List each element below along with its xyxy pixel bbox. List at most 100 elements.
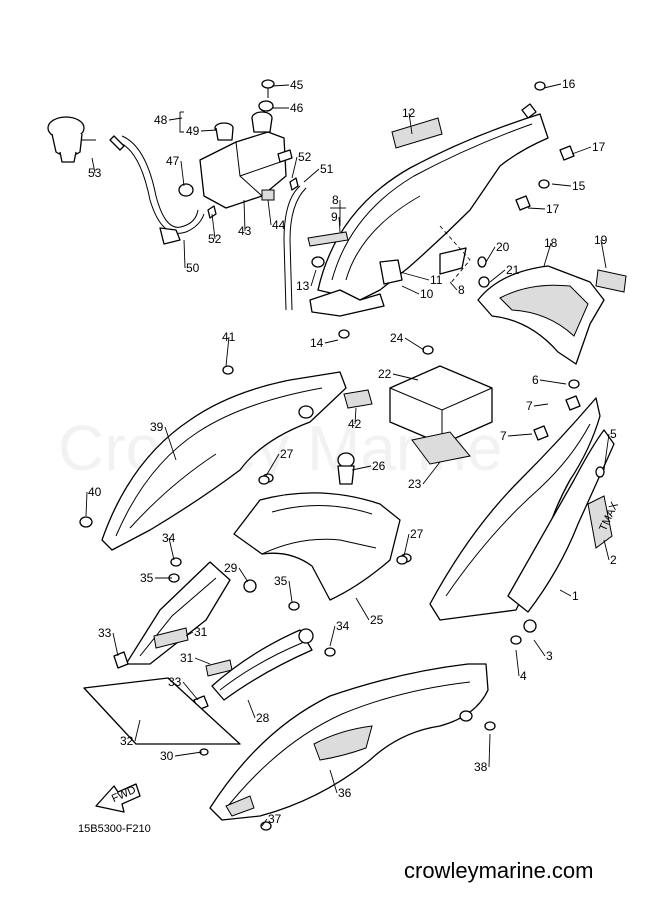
callout-number: 18 — [544, 236, 558, 250]
callout-leader — [261, 818, 268, 827]
callout-leader — [355, 597, 370, 621]
callout-c31a: 31 — [185, 625, 208, 639]
callout-c7b: 7 — [500, 429, 533, 443]
callout-leader — [404, 337, 425, 351]
stay-bracket-part — [113, 557, 300, 711]
callout-c12: 12 — [402, 106, 416, 135]
callout-number: 19 — [594, 233, 608, 247]
callout-leader — [603, 539, 610, 561]
callout-number: 21 — [506, 263, 520, 277]
callout-number: 28 — [256, 711, 270, 725]
callout-number: 16 — [562, 77, 576, 91]
callout-number: 40 — [88, 485, 102, 499]
callout-c35a: 35 — [140, 571, 172, 585]
callout-number: 29 — [224, 561, 238, 575]
callout-c31b: 31 — [180, 651, 211, 665]
callout-c34a: 34 — [162, 531, 176, 561]
drawing-code: 15B5300-F210 — [78, 823, 151, 835]
callout-leader — [291, 156, 298, 179]
callout-c28: 28 — [247, 699, 270, 725]
callout-leader — [211, 213, 216, 240]
callout-number: 35 — [140, 571, 154, 585]
callout-leader — [247, 699, 256, 719]
callout-number: 32 — [120, 734, 134, 748]
callout-c16: 16 — [543, 77, 576, 91]
callout-c22: 22 — [378, 367, 419, 381]
callout-c6: 6 — [532, 373, 567, 387]
callout-c27b: 27 — [403, 527, 424, 557]
callout-number: 51 — [320, 162, 334, 176]
callout-c37: 37 — [261, 812, 282, 827]
callout-leader — [403, 533, 410, 557]
callout-number: 36 — [338, 786, 352, 800]
callout-leader — [174, 751, 203, 757]
callout-number: 25 — [370, 613, 384, 627]
callout-number: 44 — [272, 218, 286, 232]
callout-leader — [310, 269, 317, 287]
callout-number: 52 — [298, 150, 312, 164]
callout-leader — [559, 589, 572, 597]
callout-leader — [238, 567, 249, 583]
callout-leader — [515, 649, 520, 677]
callout-number: 34 — [336, 619, 350, 633]
callout-number: 46 — [290, 101, 304, 115]
callout-number: 17 — [546, 202, 560, 216]
callout-leader — [180, 160, 185, 187]
callout-leader — [488, 733, 491, 768]
callout-number: 22 — [378, 367, 392, 381]
right-side-cover-part: TMAX — [429, 379, 621, 645]
callout-number: 38 — [474, 760, 488, 774]
callout-c39: 39 — [150, 420, 177, 461]
callout-c41: 41 — [222, 330, 236, 367]
callout-leader — [539, 379, 567, 385]
callout-leader — [489, 269, 506, 283]
radiator-cap-part — [47, 116, 96, 163]
callout-number: 10 — [420, 287, 434, 301]
callout-c32: 32 — [120, 719, 141, 748]
callout-number: 26 — [372, 459, 386, 473]
callout-c52a: 52 — [291, 150, 312, 179]
callout-c8b: 8 — [449, 281, 465, 297]
callout-c3: 3 — [533, 639, 553, 663]
callout-leader — [185, 631, 194, 637]
callout-leader — [225, 336, 230, 367]
callout-leader — [183, 239, 186, 269]
callout-number: 9 — [331, 210, 338, 224]
callout-number: 15 — [572, 179, 586, 193]
callout-number: 43 — [238, 224, 252, 238]
callout-leader — [507, 433, 533, 437]
callout-number: 41 — [222, 330, 236, 344]
callout-leader — [551, 183, 572, 187]
callout-leader — [271, 84, 290, 87]
callout-leader — [112, 632, 119, 657]
callout-number: 23 — [408, 477, 422, 491]
callout-leader — [485, 246, 496, 263]
overflow-hose-part — [109, 135, 205, 245]
callout-number: 3 — [546, 649, 553, 663]
callout-c34b: 34 — [329, 619, 350, 647]
callout-c36: 36 — [329, 769, 352, 800]
callout-c26: 26 — [351, 459, 386, 473]
callout-leader — [399, 271, 430, 281]
callout-leader — [168, 537, 175, 561]
callout-number: 35 — [274, 574, 288, 588]
left-side-cover-part — [79, 365, 373, 551]
callout-c7a: 7 — [526, 399, 549, 413]
callout-number: 50 — [186, 261, 200, 275]
callout-number: 27 — [410, 527, 424, 541]
callout-leader — [408, 112, 413, 135]
rear-cover-part — [477, 256, 627, 365]
callout-c25: 25 — [355, 597, 384, 627]
callout-c33b: 33 — [168, 675, 199, 701]
callout-number: 24 — [390, 331, 404, 345]
reservoir-tank-part — [178, 79, 299, 219]
callout-number: 33 — [168, 675, 182, 689]
callout-number: 4 — [520, 669, 527, 683]
callout-c27a: 27 — [265, 447, 294, 477]
callout-leader — [603, 433, 610, 471]
callout-c38: 38 — [474, 733, 491, 774]
callout-leader — [533, 403, 549, 407]
callout-c4: 4 — [515, 649, 527, 683]
callout-number: 31 — [180, 651, 194, 665]
callout-leader — [533, 639, 546, 657]
